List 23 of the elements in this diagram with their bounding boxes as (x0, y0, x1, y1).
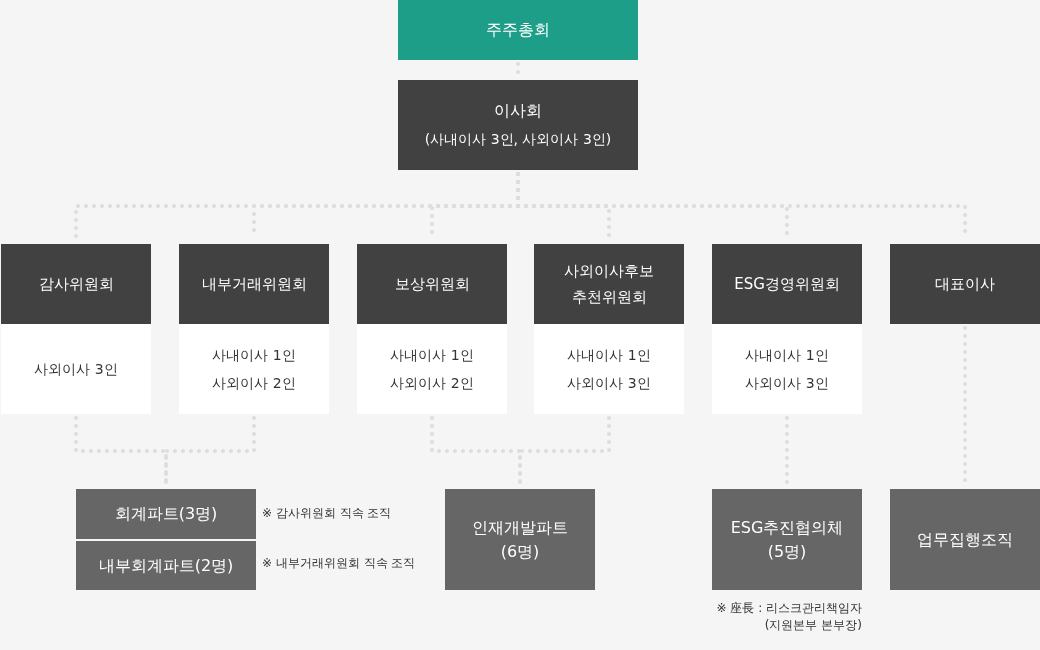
note-text: ※ 座長 : 리스크관리책임자 (지원본부 본부장) (715, 600, 862, 634)
committee-members: 사내이사 1인 사외이사 3인 (534, 324, 684, 414)
connector-line (164, 416, 256, 485)
committee-header: 사외이사후보 추천위원회 (534, 244, 684, 324)
unit-box: 인재개발파트 (6명) (445, 489, 595, 590)
committee-members: 사외이사 3인 (1, 324, 151, 414)
connector-line (430, 416, 522, 485)
unit-box: 업무집행조직 (890, 489, 1040, 590)
committee-header: 내부거래위원회 (179, 244, 329, 324)
unit-box: 내부회계파트(2명) (76, 541, 256, 590)
committee-header: 대표이사 (890, 244, 1040, 324)
note-text: ※ 내부거래위원회 직속 조직 (262, 555, 417, 572)
committee-header: 감사위원회 (1, 244, 151, 324)
unit-box: ESG추진협의체 (5명) (712, 489, 862, 590)
committee-members: 사내이사 1인 사외이사 2인 (179, 324, 329, 414)
committee-members: 사내이사 1인 사외이사 2인 (357, 324, 507, 414)
committee-members: 사내이사 1인 사외이사 3인 (712, 324, 862, 414)
unit-box: 회계파트(3명) (76, 489, 256, 539)
assembly-box: 주주총회 (398, 0, 638, 60)
note-text: ※ 감사위원회 직속 조직 (262, 505, 393, 522)
board-box: 이사회 (사내이사 3인, 사외이사 3인) (398, 80, 638, 170)
committee-header: 보상위원회 (357, 244, 507, 324)
committee-header: ESG경영위원회 (712, 244, 862, 324)
